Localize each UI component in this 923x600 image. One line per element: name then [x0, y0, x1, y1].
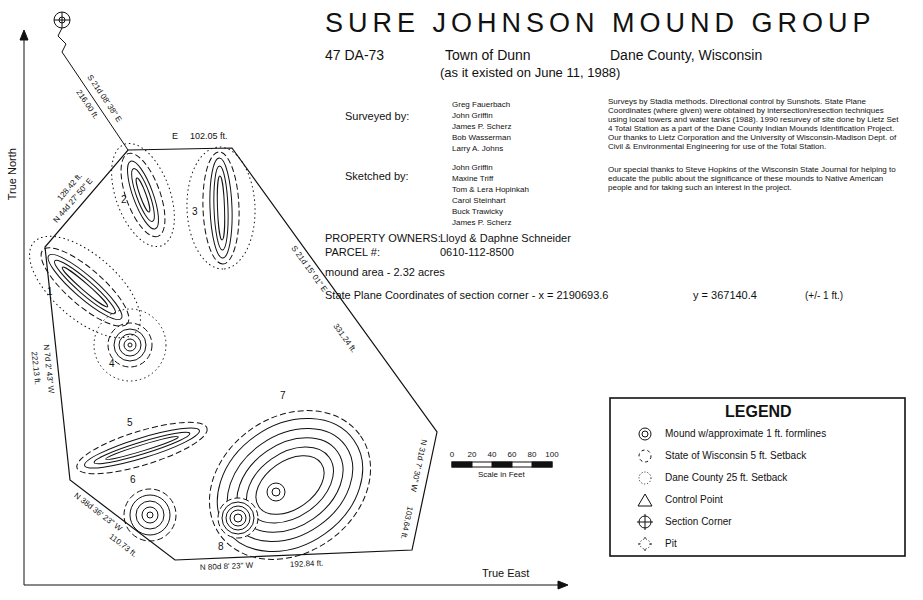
mound-number: 4: [109, 358, 115, 370]
survey-date: (as it existed on June 11, 1988): [440, 66, 620, 81]
legend-symbol: [637, 514, 653, 530]
tie-line: [58, 28, 128, 150]
axis-label: True North: [6, 148, 19, 200]
legend-symbol: [638, 537, 652, 551]
scale-tick: 40: [488, 450, 497, 459]
east-arrowhead: [558, 581, 568, 589]
bearing-label: S 21d 15' 01" E: [289, 244, 329, 294]
thanks-note: Our special thanks to Steve Hopkins of t…: [608, 166, 900, 193]
scale-tick: 60: [508, 450, 517, 459]
bearing-label: N 38d 36' 23" W: [72, 491, 123, 533]
person-name: Bob Wasserman: [452, 133, 511, 142]
person-name: Buck Trawicky: [452, 207, 503, 216]
person-name: Maxine Triff: [452, 174, 493, 183]
field-label: Surveyed by:: [345, 110, 409, 123]
mound-contours: [72, 412, 212, 484]
mound-contours: [124, 489, 176, 541]
area-note: mound area - 2.32 acres: [325, 266, 445, 279]
legend-symbol: [639, 450, 651, 462]
owner-name: Lloyd & Daphne Schneider: [440, 232, 571, 245]
mound-contours: [99, 135, 187, 255]
legend-entry: State of Wisconsin 5 ft. Setback: [665, 450, 806, 462]
legend-entry: Pit: [665, 538, 677, 550]
legend-symbol: [639, 472, 651, 484]
scale-bar: [452, 462, 552, 467]
site-number: 47 DA-73: [325, 47, 384, 63]
mound-number: 3: [192, 206, 198, 218]
field-label: PROPERTY OWNERS:: [325, 232, 441, 245]
coordinate-note: State Plane Coordinates of section corne…: [325, 289, 608, 302]
mound-peak: [267, 483, 285, 501]
mound-number: 7: [280, 390, 286, 402]
east-axis: [24, 585, 562, 586]
person-name: Carol Steinhart: [452, 196, 505, 205]
legend-box: [610, 398, 905, 556]
person-name: John Griffin: [452, 163, 493, 172]
coordinate-value: y = 367140.4: [693, 289, 757, 302]
distance-label: 103.64 ft.: [399, 506, 415, 541]
distance-label: 222.13 ft.: [29, 352, 42, 386]
legend-symbol: [638, 494, 652, 506]
mound-contours: [218, 498, 258, 538]
distance-label: 331.24 ft.: [331, 322, 358, 354]
parcel-number: 0610-112-8500: [440, 246, 514, 259]
person-name: Larry A. Johns: [452, 144, 503, 153]
scale-caption: Scale in Feet: [478, 470, 525, 479]
person-name: Tom & Lera Hopinkah: [452, 185, 529, 194]
map-title: SURE JOHNSON MOUND GROUP: [325, 8, 876, 39]
scale-tick: 80: [528, 450, 537, 459]
legend-entry: Section Corner: [665, 516, 732, 528]
distance-label: 192.84 ft.: [290, 559, 324, 570]
scale-tick: 20: [468, 450, 477, 459]
legend-heading: LEGEND: [725, 403, 792, 421]
mound-area-boundary: [45, 148, 437, 560]
field-label: Sketched by:: [345, 170, 409, 183]
field-label: PARCEL #:: [325, 246, 380, 259]
scale-tick: 0: [450, 450, 454, 459]
person-name: Greg Fauerbach: [452, 100, 510, 109]
legend-entry: Control Point: [665, 494, 723, 506]
county-name: Dane County, Wisconsin: [610, 47, 762, 63]
bearing-label: N 80d 8' 23" W: [200, 561, 254, 572]
distance-label: 110.73 ft.: [107, 532, 139, 559]
scale-tick: 100: [545, 450, 558, 459]
mound-number: 5: [127, 417, 133, 429]
person-name: James P. Scherz: [452, 218, 511, 227]
bearing-label: N 7d 2' 43" W: [41, 345, 55, 395]
bearing-label: E: [172, 131, 178, 141]
tolerance-note: (+/- 1 ft.): [805, 290, 843, 302]
mound-contours: [94, 309, 166, 381]
legend-symbol: [639, 428, 651, 440]
legend-entry: Mound w/approximate 1 ft. formlines: [665, 428, 826, 440]
distance-label: 102.05 ft.: [190, 131, 228, 141]
bearing-label: N 31d 7' 30" W: [408, 439, 428, 493]
section-corner-symbol: [54, 12, 70, 28]
mound-contours: [185, 146, 257, 270]
mound-number: 1: [47, 286, 53, 298]
mound-peak: [272, 488, 280, 496]
mound-contours: [181, 380, 400, 590]
mound-number: 8: [218, 541, 224, 553]
town-name: Town of Dunn: [445, 47, 531, 63]
mound-contours: [13, 218, 158, 356]
survey-note: Surveys by Stadia methods. Directional c…: [608, 98, 900, 152]
north-axis: [24, 36, 25, 585]
person-name: John Griffin: [452, 111, 493, 120]
axis-label: True East: [482, 567, 529, 580]
person-name: James P. Scherz: [452, 122, 511, 131]
legend-entry: Dane County 25 ft. Setback: [665, 472, 787, 484]
mound-number: 2: [121, 194, 127, 206]
north-arrowhead: [20, 30, 28, 40]
mound-number: 6: [130, 474, 136, 486]
